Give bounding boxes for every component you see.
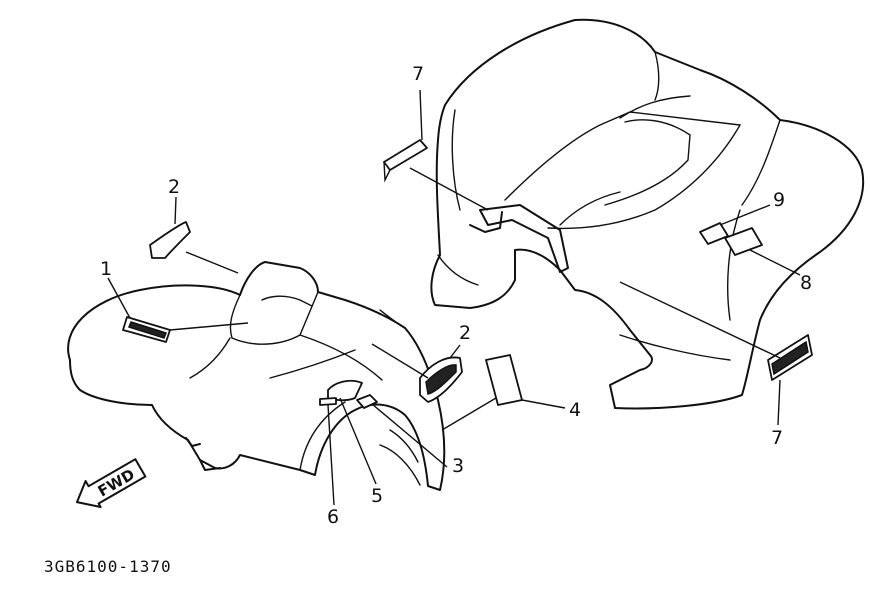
part-code: 3GB6100-1370 — [44, 557, 172, 576]
callout-9: 9 — [773, 189, 785, 211]
front-fender — [67, 261, 446, 491]
callout-7-lower: 7 — [771, 427, 783, 449]
callout-3: 3 — [452, 455, 464, 477]
forward-arrow: FWD — [76, 458, 147, 508]
decal-9-label — [699, 222, 729, 245]
decal-2-upper — [149, 221, 191, 259]
decal-3 — [356, 394, 378, 409]
decal-6 — [319, 397, 337, 406]
decal-7-upper — [383, 139, 428, 183]
decal-4-label — [485, 354, 523, 406]
decal-7-lower — [767, 334, 813, 381]
callout-8: 8 — [800, 272, 812, 294]
callout-4: 4 — [569, 399, 581, 421]
decal-1-emblem — [122, 316, 171, 343]
callout-7-upper: 7 — [412, 63, 424, 85]
rear-fender — [430, 18, 865, 410]
callout-2-upper: 2 — [168, 176, 180, 198]
decal-8-label — [724, 227, 763, 256]
callout-2-side: 2 — [459, 322, 471, 344]
decal-2-side — [419, 356, 463, 403]
callout-labels: 1 2 2 3 4 5 6 7 7 8 9 — [100, 63, 812, 528]
callout-5: 5 — [371, 485, 383, 507]
callout-6: 6 — [327, 506, 339, 528]
leader-lines — [107, 89, 801, 506]
callout-1: 1 — [100, 258, 112, 280]
